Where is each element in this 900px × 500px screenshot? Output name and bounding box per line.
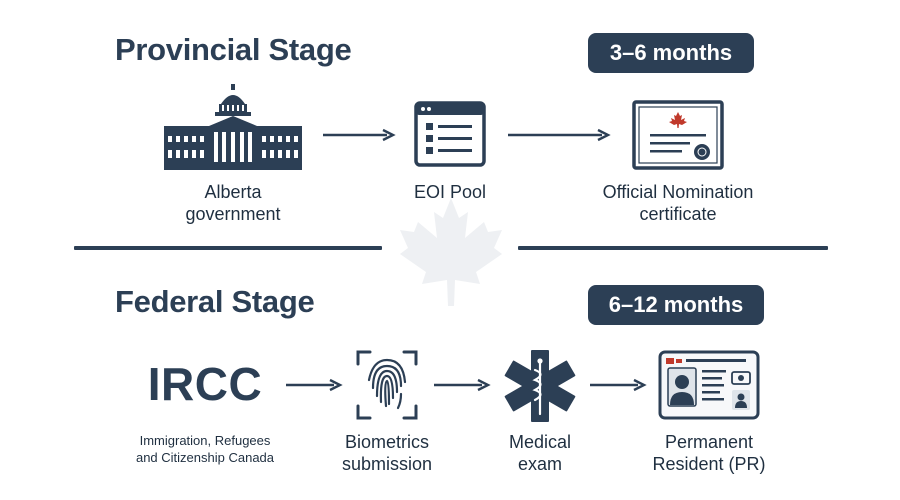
certificate-icon bbox=[632, 100, 724, 170]
provincial-stage-title: Provincial Stage bbox=[115, 32, 352, 67]
provincial-duration-badge: 3–6 months bbox=[588, 33, 754, 73]
federal-stage-title: Federal Stage bbox=[115, 284, 315, 319]
list-window-icon bbox=[414, 101, 486, 167]
fingerprint-icon bbox=[356, 350, 418, 420]
ircc-acronym: IRCC bbox=[147, 358, 263, 410]
arrow-icon bbox=[590, 378, 647, 392]
federal-duration-badge: 6–12 months bbox=[588, 285, 764, 325]
medical-star-of-life-icon bbox=[504, 350, 576, 422]
arrow-icon bbox=[286, 378, 343, 392]
arrow-icon bbox=[323, 128, 396, 142]
step-eoi-pool-label: EOI Pool bbox=[413, 182, 487, 202]
stage-divider-left bbox=[74, 246, 382, 250]
government-building-icon bbox=[164, 84, 302, 170]
pr-card-icon bbox=[658, 350, 760, 420]
maple-leaf-watermark-icon bbox=[400, 198, 502, 306]
arrow-icon bbox=[508, 128, 611, 142]
arrow-icon bbox=[434, 378, 491, 392]
stage-divider-right bbox=[518, 246, 828, 250]
